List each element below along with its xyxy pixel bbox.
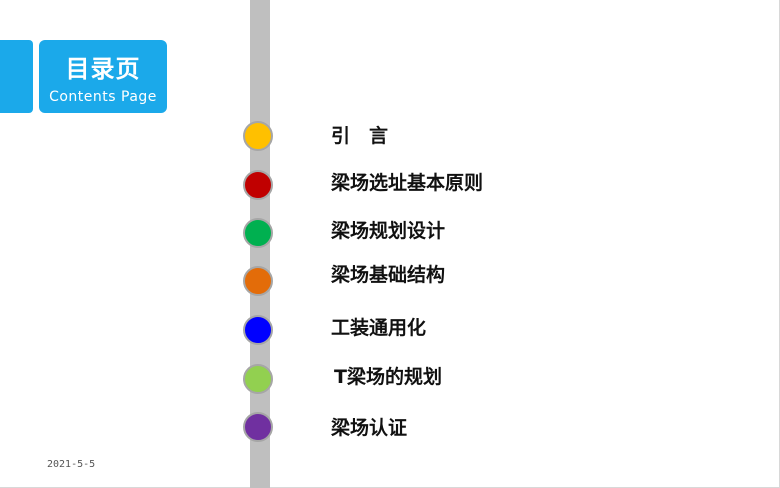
toc-item-3[interactable]: 梁场规划设计 xyxy=(331,220,446,242)
timeline-dot-7 xyxy=(243,412,273,442)
title-chinese: 目录页 xyxy=(65,55,141,83)
timeline-dot-5 xyxy=(243,315,273,345)
timeline-dot-6 xyxy=(243,364,273,394)
title-box: 目录页 Contents Page xyxy=(39,40,167,113)
title-english: Contents Page xyxy=(49,89,157,105)
toc-item-4[interactable]: 梁场基础结构 xyxy=(331,264,446,286)
timeline-dot-4 xyxy=(243,266,273,296)
toc-item-1[interactable]: 引 言 xyxy=(331,125,389,147)
timeline-dot-3 xyxy=(243,218,273,248)
side-accent-tab xyxy=(0,40,33,113)
toc-item-2[interactable]: 梁场选址基本原则 xyxy=(331,172,484,194)
toc-item-6[interactable]: T梁场的规划 xyxy=(334,366,442,388)
footer-date: 2021-5-5 xyxy=(47,459,96,470)
timeline-dot-1 xyxy=(243,121,273,151)
toc-item-5[interactable]: 工装通用化 xyxy=(331,317,427,339)
timeline-dot-2 xyxy=(243,170,273,200)
toc-item-7[interactable]: 梁场认证 xyxy=(331,417,408,439)
